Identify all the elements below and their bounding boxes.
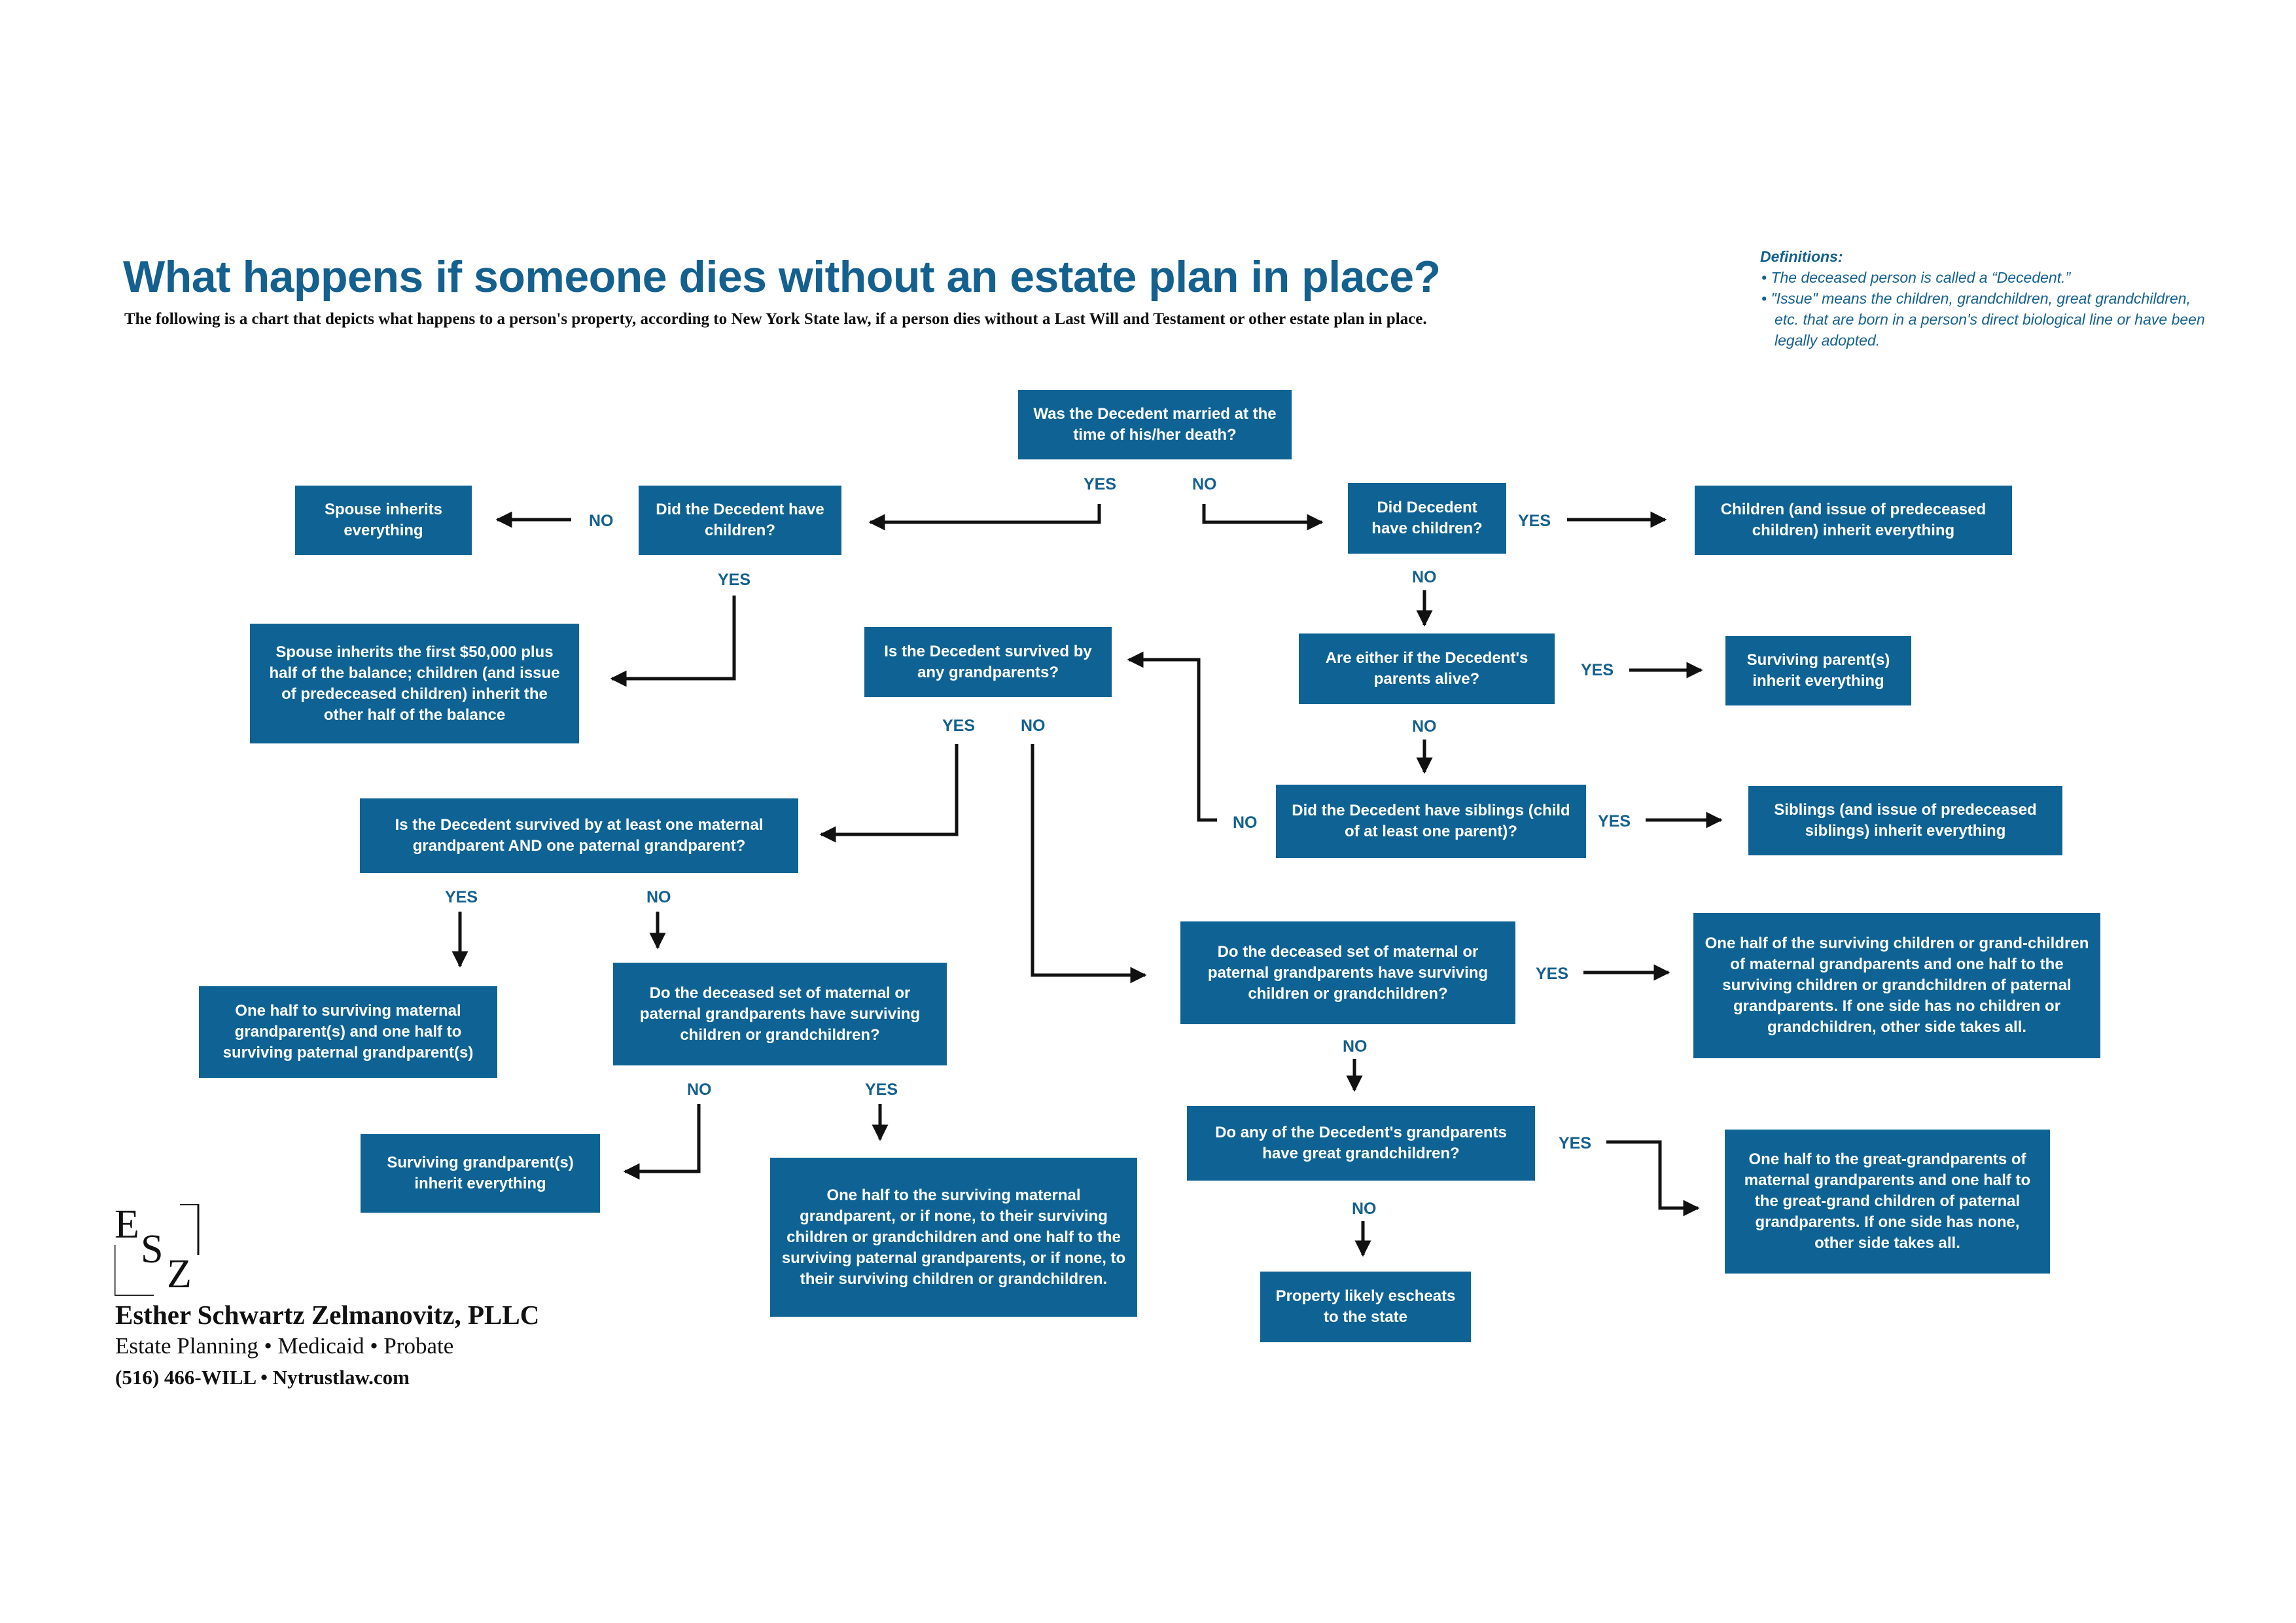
arrow-married-no: [1202, 504, 1324, 531]
label-married-yes: YES: [1084, 475, 1117, 493]
label-married-children-no: NO: [589, 512, 614, 530]
node-spouse-inherits-everything: Spouse inherits everything: [295, 486, 472, 555]
node-parents-inherit: Surviving parent(s) inherit everything: [1725, 636, 1911, 705]
page-subtitle: The following is a chart that depicts wh…: [124, 310, 1427, 328]
node-escheat: Property likely escheats to the state: [1260, 1272, 1471, 1342]
arrow-gp-yes: [819, 744, 959, 843]
label-parents-no: NO: [1412, 717, 1437, 736]
label-grandparents-no: NO: [1021, 717, 1046, 735]
label-both-no: NO: [646, 888, 671, 906]
node-children-inherit: Children (and issue of predeceased child…: [1695, 486, 2012, 555]
node-grandparents-question: Is the Decedent survived by any grandpar…: [864, 627, 1112, 697]
logo-frame: [115, 1204, 200, 1296]
logo-letter-e: E: [115, 1202, 139, 1247]
label-children-yes: YES: [1518, 512, 1551, 530]
label-parents-yes: YES: [1581, 661, 1614, 679]
label-left-set-yes: YES: [865, 1080, 898, 1099]
node-married-question: Was the Decedent married at the time of …: [1018, 390, 1292, 459]
node-siblings-question: Did the Decedent have siblings (child of…: [1276, 785, 1586, 858]
node-deceased-set-left-question: Do the deceased set of maternal or pater…: [613, 963, 947, 1065]
firm-tagline: Estate Planning • Medicaid • Probate: [115, 1333, 454, 1359]
definitions-heading: Definitions:: [1760, 248, 1843, 265]
node-both-grandparents-question: Is the Decedent survived by at least one…: [360, 798, 798, 873]
node-great-half: One half to the great-grandparents of ma…: [1725, 1130, 2050, 1274]
label-right-set-yes: YES: [1536, 965, 1569, 983]
node-married-children-question: Did the Decedent have children?: [639, 486, 841, 555]
label-married-no: NO: [1192, 475, 1217, 493]
page-title: What happens if someone dies without an …: [123, 252, 1441, 302]
node-parents-question: Are either if the Decedent's parents ali…: [1299, 633, 1555, 704]
definition-item-issue: • "Issue" means the children, grandchild…: [1761, 290, 2205, 349]
node-siblings-inherit: Siblings (and issue of predeceased sibli…: [1748, 786, 2062, 855]
arrow-gp-no: [1031, 744, 1147, 984]
node-great-grandchildren-question: Do any of the Decedent's grandparents ha…: [1187, 1106, 1535, 1181]
logo-letter-z: Z: [167, 1252, 192, 1296]
arrow-children-yes-split: [610, 596, 736, 687]
label-grandparents-yes: YES: [942, 717, 976, 735]
node-children-question: Did Decedent have children?: [1348, 483, 1506, 554]
node-half-children: One half of the surviving children or gr…: [1693, 913, 2100, 1058]
label-left-set-no: NO: [687, 1080, 712, 1099]
label-great-no: NO: [1352, 1200, 1377, 1218]
label-right-set-no: NO: [1343, 1037, 1368, 1056]
node-deceased-set-right-question: Do the deceased set of maternal or pater…: [1180, 921, 1515, 1024]
node-surviving-grandparents: Surviving grandparent(s) inherit everyth…: [361, 1134, 600, 1213]
definitions-panel: Definitions: • The deceased person is ca…: [1760, 246, 2218, 351]
label-great-yes: YES: [1559, 1134, 1592, 1152]
firm-contact: (516) 466-WILL • Nytrustlaw.com: [115, 1366, 410, 1389]
node-half-grandparents: One half to surviving maternal grandpare…: [199, 986, 497, 1078]
definition-item-decedent: • The deceased person is called a “Deced…: [1761, 269, 2071, 286]
firm-name: Esther Schwartz Zelmanovitz, PLLC: [115, 1300, 540, 1330]
logo-letter-s: S: [141, 1227, 164, 1272]
node-half-maternal: One half to the surviving maternal grand…: [770, 1158, 1137, 1317]
label-siblings-no: NO: [1233, 813, 1258, 832]
arrow-married-yes: [868, 504, 1101, 531]
arrow-great-yes: [1606, 1140, 1700, 1217]
label-both-yes: YES: [445, 888, 478, 906]
node-spouse-split: Spouse inherits the first $50,000 plus h…: [250, 624, 579, 743]
label-children-no: NO: [1412, 568, 1437, 586]
label-married-children-yes: YES: [718, 571, 751, 589]
arrow-left-set-no: [623, 1104, 701, 1180]
arrow-siblings-no: [1127, 651, 1217, 822]
firm-logo: E S Z: [115, 1204, 219, 1296]
label-siblings-yes: YES: [1598, 812, 1631, 830]
